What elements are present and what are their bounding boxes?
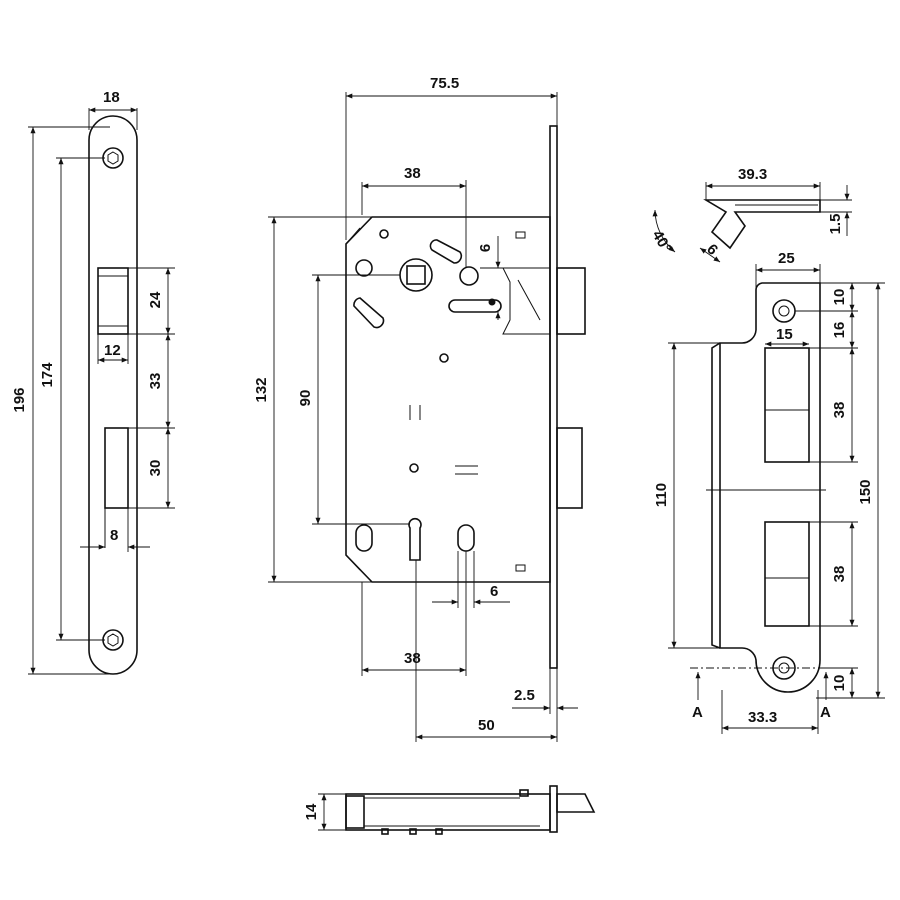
lock-body-view: 75.5 38 6 132 90 6 38 — [253, 75, 586, 742]
dim-lock-follower-offset: 38 — [404, 165, 421, 182]
dim-faceplate-latch-height: 24 — [147, 291, 164, 308]
dim-lock-key-offset: 38 — [404, 650, 421, 667]
strike-bottom-window — [764, 521, 810, 627]
lock-case-outline — [345, 216, 551, 583]
lock-follower-square — [406, 265, 426, 285]
dim-strike-window-height-top: 38 — [831, 402, 848, 419]
dim-lock-height: 132 — [253, 377, 270, 402]
section-label-right: A — [820, 704, 831, 721]
strike-top-screw-hole — [772, 299, 796, 323]
dim-faceplate-gap: 33 — [147, 373, 164, 390]
lock-keyhole — [408, 517, 422, 561]
dim-strike-window-width: 15 — [776, 326, 793, 343]
dim-strike-total-height: 150 — [857, 479, 874, 504]
dim-faceplate-width: 18 — [103, 89, 120, 106]
strike-plate-outline — [719, 282, 821, 693]
dim-strike-top-margin: 10 — [831, 289, 848, 306]
dim-lock-follower-size: 6 — [477, 244, 494, 252]
lock-latch — [556, 267, 586, 335]
faceplate-view: 18 196 174 24 33 30 12 8 — [11, 89, 175, 675]
dim-strike-inner-height: 110 — [653, 483, 670, 507]
dim-strike-tab-thickness: 1.5 — [827, 214, 844, 235]
dim-strike-tab-width: 39.3 — [738, 166, 767, 183]
dim-strike-bottom-margin: 10 — [831, 675, 848, 692]
dim-lock-backset: 50 — [478, 717, 495, 734]
strike-tab-view: 39.3 40° 6 1.5 — [649, 166, 852, 263]
dim-faceplate-bolt-width: 8 — [110, 527, 118, 544]
lock-bolt — [556, 427, 583, 509]
faceplate-outline — [88, 115, 138, 675]
bottom-view: 14 — [303, 785, 596, 835]
section-label-left: A — [692, 704, 703, 721]
dim-bottom-depth: 14 — [303, 803, 320, 820]
dim-strike-width: 25 — [778, 250, 795, 267]
dim-faceplate-latch-width: 12 — [104, 342, 121, 359]
faceplate-top-screw-hole — [102, 147, 124, 169]
dim-lock-width: 75.5 — [430, 75, 459, 92]
strike-top-window — [764, 347, 810, 463]
faceplate-latch-opening — [97, 267, 129, 335]
dim-strike-tab-angle: 40° — [649, 228, 675, 256]
dim-faceplate-bolt-height: 30 — [147, 460, 164, 477]
lock-follower-ring — [399, 258, 433, 292]
faceplate-bolt-opening — [104, 427, 129, 509]
dim-faceplate-total-height: 196 — [11, 387, 28, 412]
bottom-forend — [549, 785, 558, 833]
faceplate-bottom-screw-hole — [102, 629, 124, 651]
dim-lock-key-slot: 6 — [490, 583, 498, 600]
lock-forend — [549, 125, 558, 669]
dim-faceplate-screw-spacing: 174 — [39, 362, 56, 388]
strike-plate-view: 25 10 16 38 15 38 110 150 10 — [653, 250, 885, 734]
dim-strike-hole-offset: 16 — [831, 322, 848, 339]
dim-strike-window-height-bottom: 38 — [831, 566, 848, 583]
dim-strike-section-width: 33.3 — [748, 709, 777, 726]
dim-lock-center-distance: 90 — [297, 390, 314, 407]
dim-lock-faceplate-thickness: 2.5 — [514, 687, 535, 704]
strike-tab-profile — [703, 199, 821, 250]
bottom-case — [345, 793, 551, 831]
